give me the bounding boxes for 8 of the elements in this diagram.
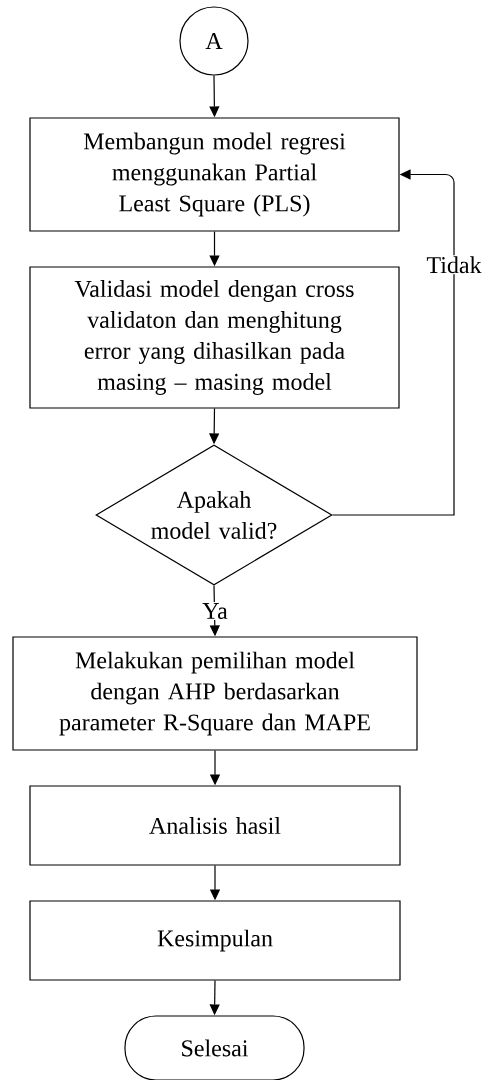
edge-label: Ya (201, 602, 229, 620)
edge-label: Tidak (425, 255, 483, 275)
process-box: Melakukan pemilihan model dengan AHP berdasarkan parameter R-Square dan MAPE (12, 636, 418, 751)
process-box: Analisis hasil (29, 785, 401, 866)
arrow (332, 169, 455, 516)
process-box: Membangun model regresi menggunakan Partial Least Square (PLS) (29, 117, 400, 232)
process-box: Validasi model dengan cross validaton dan menghitung error yang dihasilkan pada masing – masing model (29, 266, 400, 409)
process-box: Kesimpulan (29, 900, 401, 981)
